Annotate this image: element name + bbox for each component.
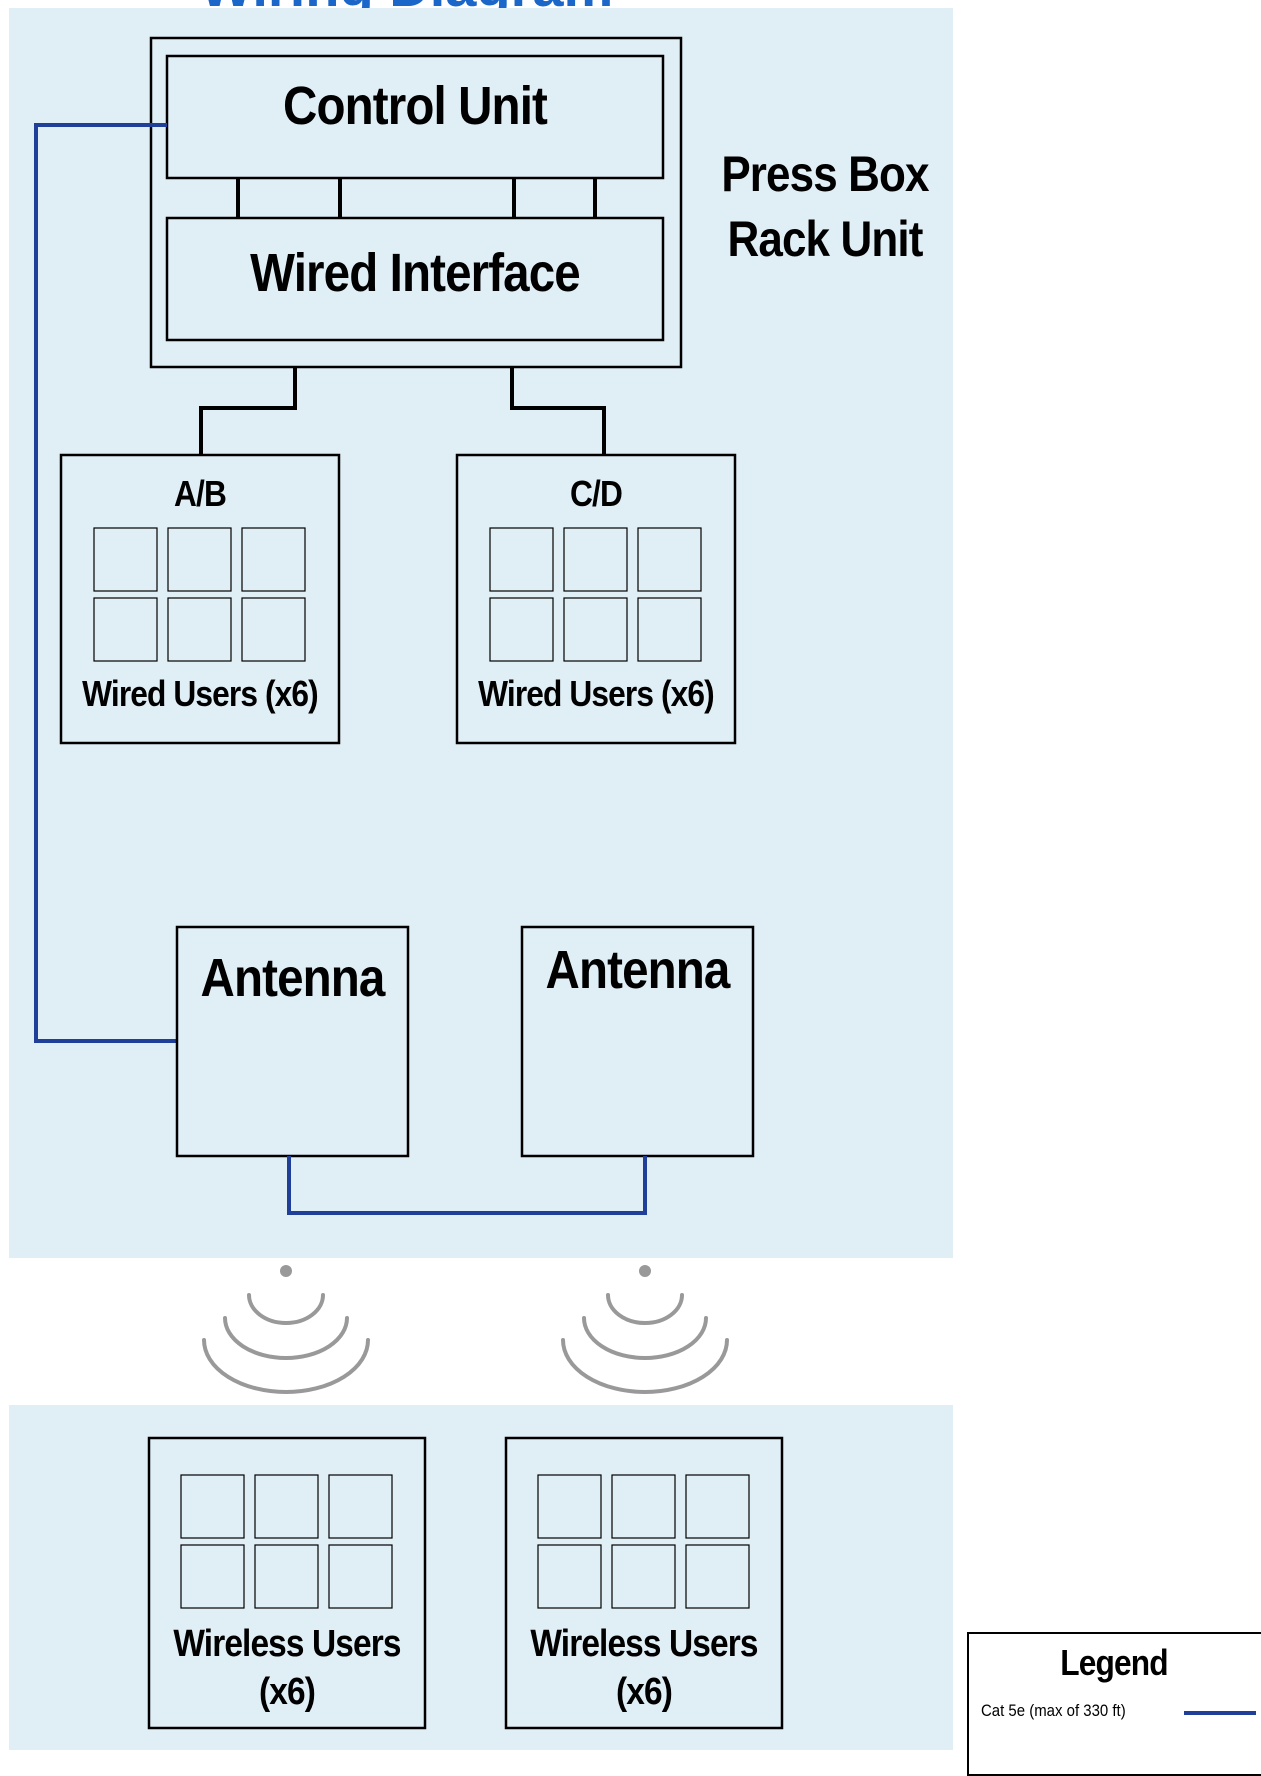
wired-group-ab-box [59, 453, 341, 745]
wireless-group-2-label: Wireless Users [530, 1623, 758, 1665]
wired-interface-box [165, 216, 665, 342]
wired-users-grid-ab [93, 527, 306, 662]
antenna-1-label: Antenna [200, 948, 386, 1008]
wired-cable-ab [199, 367, 297, 455]
antenna-1-box [175, 925, 410, 1158]
wired-group-ab-label: Wired Users (x6) [82, 673, 319, 714]
wireless-users-panel [9, 1405, 953, 1750]
press-box-panel [9, 8, 953, 1258]
wired-group-cd-label: Wired Users (x6) [478, 673, 715, 714]
wired-cable-cd [510, 367, 606, 455]
rack-connectors [236, 178, 597, 218]
wireless-group-2-count: (x6) [616, 1671, 673, 1713]
wired-users-grid-cd [489, 527, 702, 662]
wired-group-cd-channel: C/D [570, 473, 623, 514]
wired-group-cd-box [455, 453, 737, 745]
wireless-group-2-box [504, 1436, 784, 1730]
wireless-signal-icon [561, 1265, 729, 1394]
cat5e-line-control-to-antenna [34, 123, 177, 1043]
rack-unit-label: Rack Unit [727, 211, 923, 267]
rack-unit-frame [149, 36, 683, 369]
antenna-2-label: Antenna [545, 940, 731, 1000]
wired-group-ab-channel: A/B [174, 473, 227, 514]
antenna-2-box [520, 925, 755, 1158]
legend-cat5e-swatch [1184, 1711, 1256, 1715]
wireless-group-1-count: (x6) [259, 1671, 316, 1713]
legend-title: Legend [1060, 1642, 1168, 1683]
wireless-signal-icon [202, 1265, 370, 1394]
wireless-group-1-box [147, 1436, 427, 1730]
press-box-label: Press Box [721, 146, 929, 202]
wireless-group-1-label: Wireless Users [173, 1623, 401, 1665]
cat5e-line-antenna-link [287, 1156, 647, 1215]
legend-entry-label: Cat 5e (max of 330 ft) [981, 1701, 1126, 1720]
legend: Legend Cat 5e (max of 330 ft) [967, 1632, 1261, 1776]
control-unit-label: Control Unit [283, 76, 548, 136]
control-unit-box [165, 54, 665, 180]
wired-interface-label: Wired Interface [250, 243, 581, 303]
wireless-users-grid-1 [180, 1474, 393, 1609]
wireless-users-grid-2 [537, 1474, 750, 1609]
